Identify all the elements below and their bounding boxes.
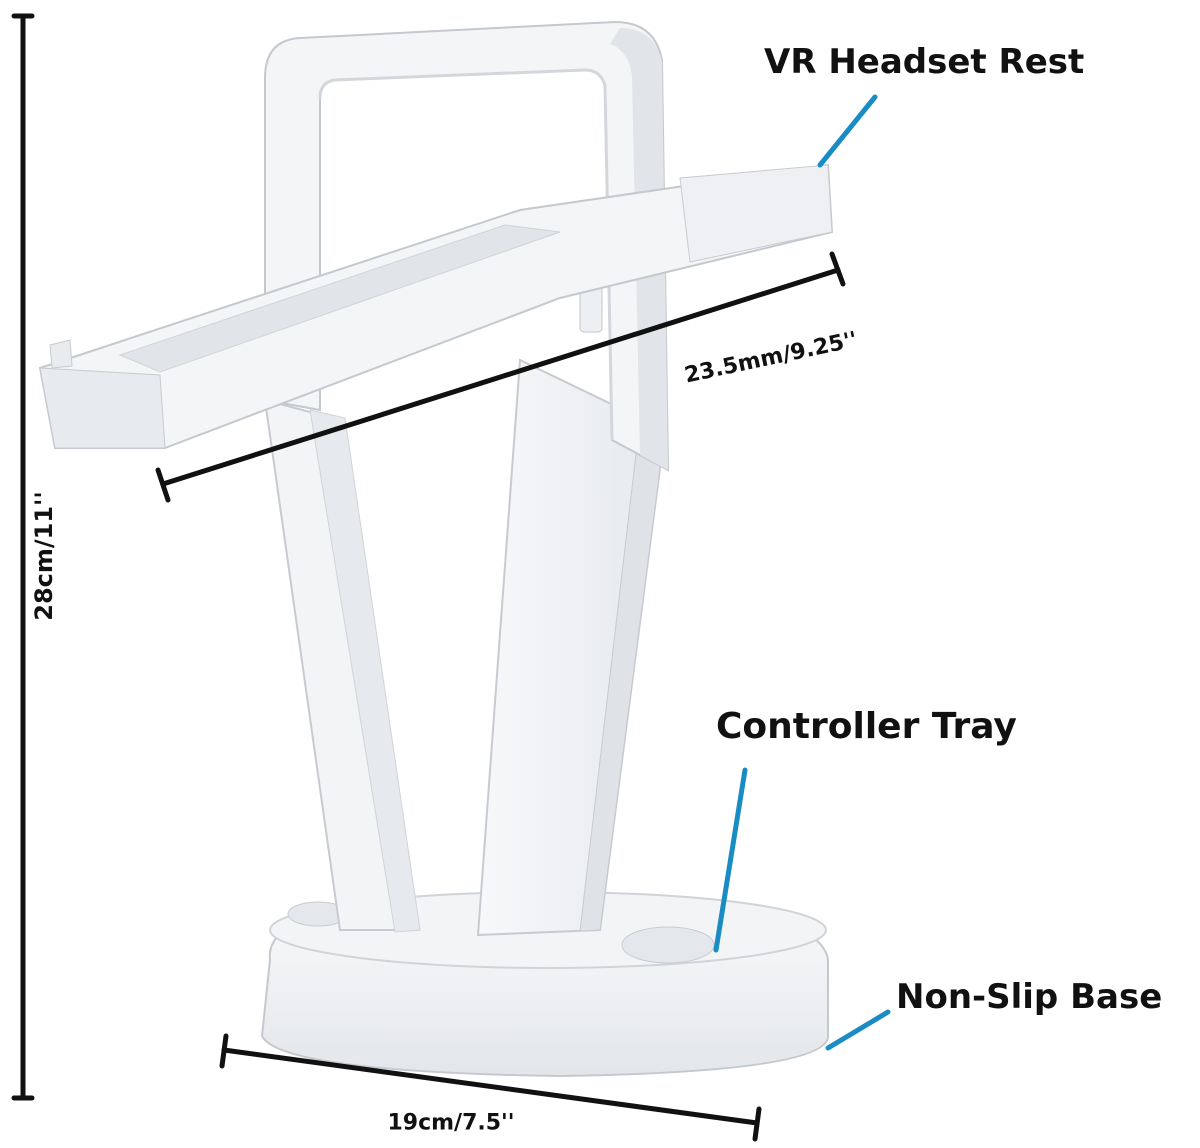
- stand-frame: [263, 20, 670, 937]
- height-dimension-line: [11, 13, 35, 1101]
- height-dimension-label: 28cm/11'': [30, 491, 58, 621]
- headset-rest-label: VR Headset Rest: [764, 42, 1085, 82]
- headset-rest-leader: [817, 94, 878, 168]
- controller-tray-leader: [713, 767, 748, 953]
- non-slip-base-label: Non-Slip Base: [896, 977, 1163, 1017]
- non-slip-base-leader: [825, 1009, 891, 1051]
- rest-width-dimension-line: [155, 251, 846, 503]
- base-width-dimension-label: 19cm/7.5'': [387, 1110, 515, 1136]
- base-width-dimension-line: [219, 1033, 762, 1142]
- vr-headset-rest: [38, 163, 834, 449]
- controller-tray-label: Controller Tray: [716, 706, 1017, 747]
- controller-tray-slot: [621, 926, 715, 964]
